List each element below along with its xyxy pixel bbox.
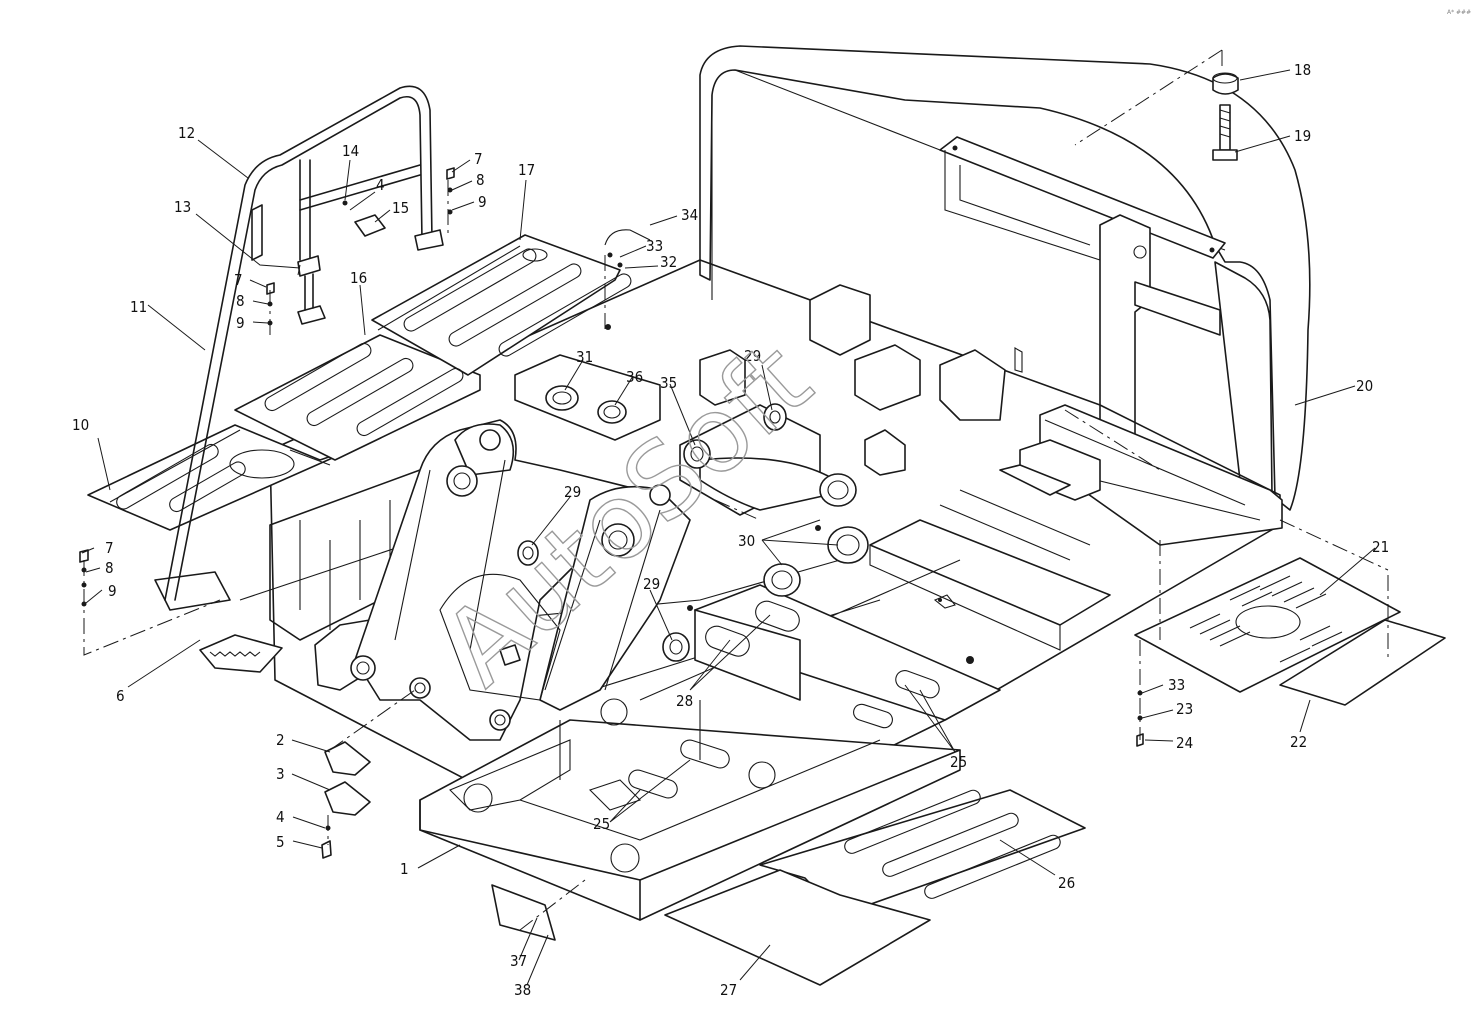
callout-21: 21 (1372, 538, 1389, 556)
callout-9-mid: 9 (236, 314, 245, 332)
callout-32: 32 (660, 253, 677, 271)
callout-2: 2 (276, 731, 285, 749)
callout-14: 14 (342, 142, 359, 160)
bolt-part-5 (321, 840, 332, 859)
grommet-part-36 (597, 400, 627, 424)
callout-6: 6 (116, 687, 125, 705)
callout-4-lower: 4 (276, 808, 285, 826)
callout-8-top: 8 (476, 171, 485, 189)
callout-28: 28 (676, 692, 693, 710)
front-beam-with-slots (694, 584, 1001, 721)
callout-3: 3 (276, 765, 285, 783)
callout-16: 16 (350, 269, 367, 287)
callout-33-top: 33 (646, 237, 663, 255)
callout-labels: 1 2 3 4 4 5 6 7 7 7 8 8 8 9 9 9 10 11 12… (72, 61, 1389, 999)
callout-38: 38 (514, 981, 531, 999)
callout-35: 35 (660, 374, 677, 392)
callout-11: 11 (130, 298, 147, 316)
seal-part-30-b (827, 526, 869, 564)
callout-27: 27 (720, 981, 737, 999)
bottom-tray-part-1 (419, 698, 961, 921)
callout-13: 13 (174, 198, 191, 216)
grille-part-21 (1134, 557, 1446, 706)
grommet-part-31 (545, 385, 579, 411)
assembly-center-lines (83, 49, 1389, 931)
callout-9-top: 9 (478, 193, 487, 211)
grommets (517, 385, 869, 662)
seal-part-30-c (763, 563, 801, 597)
left-floor-plates (87, 234, 632, 531)
corner-mark: A* ### (1447, 9, 1471, 16)
callout-19: 19 (1294, 127, 1311, 145)
callout-29-lower: 29 (643, 575, 660, 593)
callout-29-upper: 29 (744, 347, 761, 365)
cover-plate-part-37 (491, 884, 556, 941)
cover-plate-part-3 (324, 781, 371, 816)
callout-18: 18 (1294, 61, 1311, 79)
seal-part-30-a (819, 473, 857, 507)
callout-10: 10 (72, 416, 89, 434)
cover-plate-part-2 (324, 741, 371, 776)
callout-9-left: 9 (108, 582, 117, 600)
callout-26: 26 (1058, 874, 1075, 892)
callout-24: 24 (1176, 734, 1193, 752)
callout-4-upper: 4 (376, 176, 385, 194)
counterweight-part-20 (699, 45, 1311, 511)
callout-20: 20 (1356, 377, 1373, 395)
grommet-part-29-b (517, 540, 539, 566)
callout-34: 34 (681, 206, 698, 224)
callout-7-left: 7 (105, 539, 114, 557)
callout-15: 15 (392, 199, 409, 217)
callout-7-top: 7 (474, 150, 483, 168)
callout-25-left: 25 (593, 815, 610, 833)
upper-frame-main-body (154, 259, 1283, 871)
right-floor-plates (664, 789, 1086, 986)
callout-36: 36 (626, 368, 643, 386)
callout-12: 12 (178, 124, 195, 142)
callout-29-left: 29 (564, 483, 581, 501)
callout-8-mid: 8 (236, 292, 245, 310)
callout-leaders (81, 69, 1376, 986)
callout-23: 23 (1176, 700, 1193, 718)
callout-8-left: 8 (105, 559, 114, 577)
callout-31: 31 (576, 348, 593, 366)
grommet-part-29-a (763, 403, 787, 431)
u-bolt-part-34 (604, 229, 651, 246)
callout-1: 1 (400, 860, 409, 878)
callout-22: 22 (1290, 733, 1307, 751)
callout-30: 30 (738, 532, 755, 550)
callout-5: 5 (276, 833, 285, 851)
callout-37: 37 (510, 952, 527, 970)
callout-7-mid: 7 (234, 271, 243, 289)
grommet-part-29-c (662, 632, 690, 662)
spacer-part-18 (1212, 73, 1239, 95)
callout-25-right: 25 (950, 753, 967, 771)
boom-support-frame (350, 419, 691, 741)
callout-33-right: 33 (1168, 676, 1185, 694)
callout-17: 17 (518, 161, 535, 179)
grommet-part-35 (683, 439, 711, 469)
